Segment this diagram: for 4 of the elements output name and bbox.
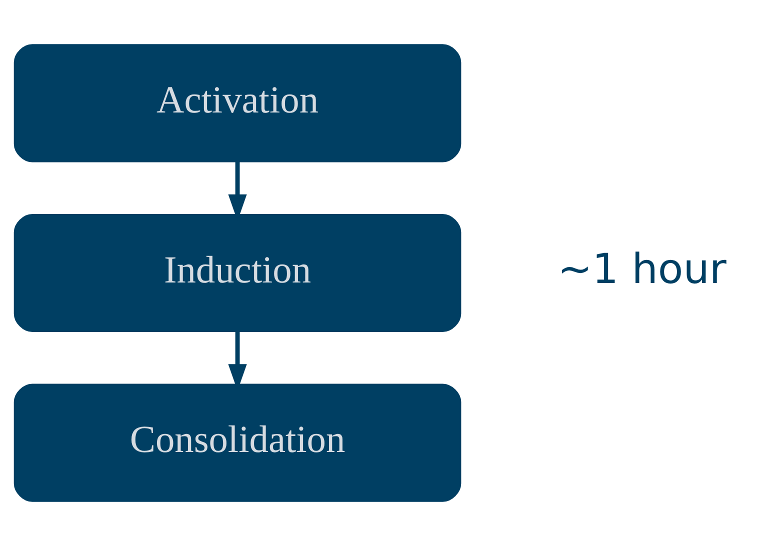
label: ~1 hour bbox=[558, 244, 726, 293]
node-box: Induction bbox=[14, 213, 462, 332]
node-box: Activation bbox=[14, 44, 462, 162]
node-box: Consolidation bbox=[14, 383, 462, 502]
